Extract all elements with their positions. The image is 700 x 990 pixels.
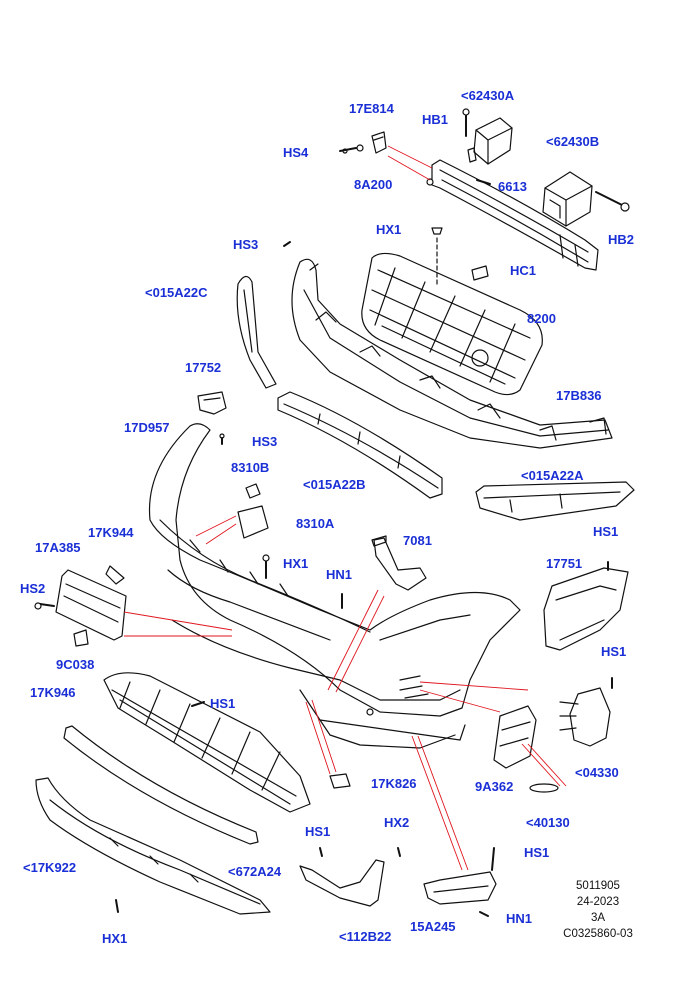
insert-8310a [237,483,269,539]
label-hc1: HC1 [510,263,537,278]
label-15a245: 15A245 [410,919,456,934]
label-hb2: HB2 [608,232,635,247]
clip-17k826 [329,773,351,789]
label-hs3-mid: HS3 [252,434,278,449]
label-8200: 8200 [527,311,556,326]
reference-line-2: 24-2023 [576,896,620,908]
label-9c038: 9C038 [56,657,95,672]
label-672a24: <672A24 [228,864,282,879]
label-112b22: <112B22 [339,929,392,944]
sensor-module-62430b [542,171,630,227]
label-17k946: 17K946 [30,685,76,700]
label-hn1-mid: HN1 [326,567,353,582]
label-hx2: HX2 [384,815,410,830]
label-hs1-right2: HS1 [601,644,627,659]
label-7081: 7081 [403,533,432,548]
label-8310b: 8310B [231,460,270,475]
label-17e814: 17E814 [349,101,394,116]
fasteners [105,554,343,609]
label-hs3-top: HS3 [233,237,259,252]
label-6613: 6613 [498,179,527,194]
label-hs2: HS2 [20,581,46,596]
label-hx1-mid: HX1 [283,556,309,571]
lower-strip-015a22b [277,391,443,499]
label-hn1-br: HN1 [506,911,533,926]
leader-lines [123,145,567,871]
label-hs1-low: HS1 [305,824,331,839]
label-015a22b: <015A22B [303,477,366,492]
bumper-cover [148,423,521,749]
label-04330: <04330 [575,765,619,780]
bracket-15a245 [423,847,497,917]
label-hs1-right: HS1 [593,524,619,539]
label-17752: 17752 [185,360,222,375]
label-17d957: 17D957 [124,420,170,435]
label-17751: 17751 [546,556,583,571]
reference-line-1: 5011905 [576,880,620,892]
grille-8200 [361,227,543,396]
label-17a385: 17A385 [35,540,81,555]
side-strip-015a22c [236,241,291,389]
bracket-7081 [371,535,427,591]
bracket-112b22 [299,847,401,907]
label-hx1-top: HX1 [376,222,402,237]
label-hs4-top: HS4 [283,145,309,160]
trim-strip-672a24 [63,725,259,845]
reference-line-4: C0325860-03 [563,928,633,940]
plate-bracket-17a385 [34,569,127,647]
bumper-carrier-17b836 [291,258,613,449]
label-8a200: 8A200 [354,177,393,192]
label-hs1-grille: HS1 [210,696,236,711]
reference-block: 5011905 24-2023 3A C0325860-03 [556,878,640,942]
strip-015a22a [475,481,635,521]
label-17k944: 17K944 [88,525,134,540]
label-40130: <40130 [526,815,570,830]
label-17k826: 17K826 [371,776,417,791]
label-9a362: 9A362 [475,779,514,794]
lower-grille-17k946 [103,672,311,813]
bracket-17e814 [339,131,387,154]
reference-line-3: 3A [590,912,606,924]
side-bracket-17751 [543,561,629,651]
label-17b836: 17B836 [556,388,602,403]
label-17k922: <17K922 [23,860,77,875]
label-hx1-bottom: HX1 [102,931,128,946]
sensor-module-62430a [462,108,513,185]
bracket-17752 [197,391,227,445]
label-62430b: <62430B [546,134,600,149]
fog-lamp-04330 [559,677,613,747]
label-hb1: HB1 [422,112,449,127]
bracket-9a362 [493,705,559,793]
label-015a22a: <015A22A [521,468,584,483]
label-015a22c: <015A22C [145,285,208,300]
label-8310a: 8310A [296,516,335,531]
skid-plate-17k922 [35,777,271,915]
label-62430a: <62430A [461,88,515,103]
label-hs1-br: HS1 [524,845,550,860]
reinforcement-beam-8a200 [426,159,599,271]
